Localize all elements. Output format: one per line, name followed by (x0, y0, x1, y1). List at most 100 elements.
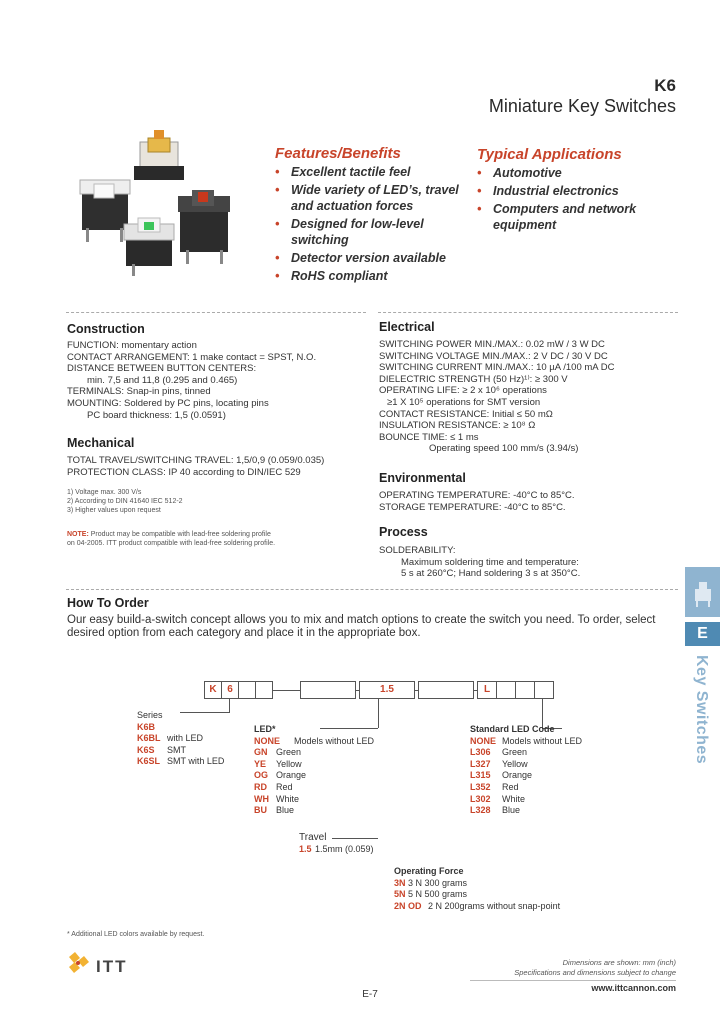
connector-line (332, 838, 378, 839)
feature-item: Designed for low-level switching (275, 216, 465, 248)
page-title: Miniature Key Switches (488, 96, 676, 116)
features-heading: Features/Benefits (275, 145, 401, 162)
spec-line: min. 7,5 and 11,8 (0.295 and 0.465) (87, 374, 238, 386)
divider (66, 312, 366, 313)
spec-line: Operating speed 100 mm/s (3.94/s) (429, 443, 579, 455)
white-switch-image (79, 179, 131, 242)
note-text: Product may be compatible with lead-free… (88, 531, 271, 538)
section-tab-letter[interactable]: E (685, 622, 720, 646)
brand-name: ITT (96, 957, 128, 976)
note-label: NOTE: (67, 531, 89, 538)
product-photo (79, 130, 230, 276)
order-box-k[interactable]: K (204, 681, 222, 699)
feature-item: Wide variety of LED’s, travel and actuat… (275, 182, 465, 214)
process-heading: Process (379, 525, 428, 539)
intro-line: Our easy build-a-switch concept allows y… (67, 614, 656, 626)
mechanical-specs: TOTAL TRAVEL/SWITCHING TRAVEL: 1,5/0,9 (… (67, 455, 324, 478)
led-footnote: * Additional LED colors available by req… (67, 931, 205, 938)
spec-line: FUNCTION: momentary action (67, 340, 197, 351)
order-box-travel[interactable]: 1.5 (359, 681, 415, 699)
website-link[interactable]: www.ittcannon.com (591, 983, 676, 993)
order-box-led-code[interactable] (515, 681, 535, 699)
spec-line: STORAGE TEMPERATURE: -40°C to 85°C. (379, 501, 566, 513)
connector-line (473, 690, 477, 691)
spec-line: DIELECTRIC STRENGTH (50 Hz)¹⁾: ≥ 300 V (379, 373, 568, 385)
construction-heading: Construction (67, 322, 145, 336)
footnote: 2) According to DIN 41640 IEC 512-2 (67, 498, 183, 505)
order-intro: Our easy build-a-switch concept allows y… (67, 614, 656, 640)
connector-line (355, 690, 359, 691)
connector-line (180, 712, 230, 713)
spec-line: TERMINALS: Snap-in pins, tinned (67, 386, 211, 398)
spec-line: PC board thickness: 1,5 (0.0591) (87, 409, 226, 421)
spec-line: OPERATING LIFE: ≥ 2 x 10⁶ operations (379, 385, 547, 397)
order-box-series[interactable] (255, 681, 273, 699)
spec-line: MOUNTING: Soldered by PC pins, locating … (67, 397, 269, 409)
mechanical-heading: Mechanical (67, 436, 135, 450)
spec-line: SWITCHING CURRENT MIN./MAX.: 10 µA /100 … (379, 362, 615, 374)
feature-item: Detector version available (275, 250, 465, 266)
connector-line (414, 690, 418, 691)
spec-line: OPERATING TEMPERATURE: -40°C to 85°C. (379, 490, 575, 501)
divider (470, 980, 676, 981)
connector-line (229, 698, 230, 712)
switch-icon (695, 582, 711, 607)
order-box-6[interactable]: 6 (221, 681, 239, 699)
spec-line: SOLDERABILITY: (379, 545, 456, 556)
series-title: Series (137, 710, 163, 720)
page-number: E-7 (362, 989, 378, 1000)
order-box-led-code[interactable] (496, 681, 516, 699)
divider (378, 312, 678, 313)
lead-free-note: NOTE: Product may be compatible with lea… (67, 530, 275, 548)
note-text-2: on 04-2005. ITT product compatible with … (67, 540, 276, 547)
order-heading: How To Order (67, 596, 149, 610)
feature-item: RoHS compliant (275, 268, 465, 284)
section-tab-label: Key Switches (693, 655, 710, 765)
order-box-series[interactable] (238, 681, 256, 699)
connector-line (542, 698, 543, 728)
order-box-force[interactable] (418, 681, 474, 699)
connector-line (272, 690, 300, 691)
order-box-l[interactable]: L (477, 681, 497, 699)
series-option: K6B (137, 721, 156, 732)
order-box-led-code[interactable] (534, 681, 554, 699)
disclaimer-line: Specifications and dimensions subject to… (514, 968, 676, 977)
spec-line: ≥1 X 10⁵ operations for SMT version (387, 396, 541, 408)
led-title: LED* (254, 724, 276, 734)
applications-heading: Typical Applications (477, 146, 622, 163)
connector-line (320, 728, 378, 729)
application-item: Computers and network equipment (477, 201, 667, 233)
spec-line: Maximum soldering time and temperature: (401, 556, 579, 568)
divider (66, 589, 678, 590)
environmental-heading: Environmental (379, 471, 466, 485)
force-title: Operating Force (394, 866, 464, 876)
itt-logo-icon (69, 952, 89, 973)
features-list: Excellent tactile feel Wide variety of L… (275, 164, 465, 286)
spec-line: DISTANCE BETWEEN BUTTON CENTERS: (67, 363, 257, 375)
feature-item: Excellent tactile feel (275, 164, 465, 180)
disclaimer: Dimensions are shown: mm (inch) Specific… (470, 958, 676, 978)
intro-line: desired option from each category and pl… (67, 627, 421, 639)
travel-title: Travel (299, 832, 327, 843)
connector-line (378, 698, 379, 728)
order-box-led[interactable] (300, 681, 356, 699)
green-switch-image (123, 217, 175, 276)
